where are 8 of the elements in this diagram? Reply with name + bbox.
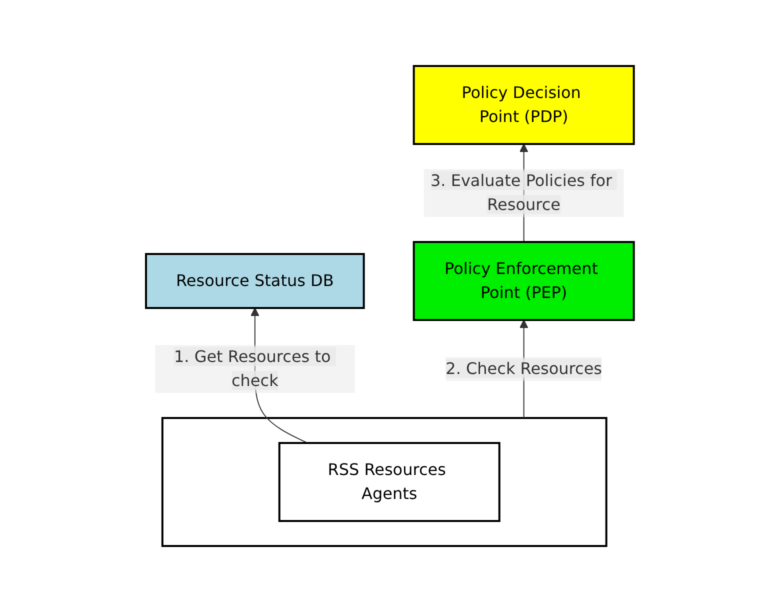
- node-box: Resource Status DB: [144, 253, 364, 309]
- edge-label: 3. Evaluate Policies for Resource: [430, 171, 612, 214]
- node-box: Policy Decision Point (PDP): [412, 65, 634, 145]
- node-box: RSS Resources Agents: [278, 442, 500, 522]
- cluster: [161, 417, 607, 547]
- edge-label: 1. Get Resources to check: [174, 347, 330, 390]
- node-box: Policy Enforcement Point (PEP): [412, 241, 634, 321]
- edge-label: 2. Check Resources: [445, 359, 602, 378]
